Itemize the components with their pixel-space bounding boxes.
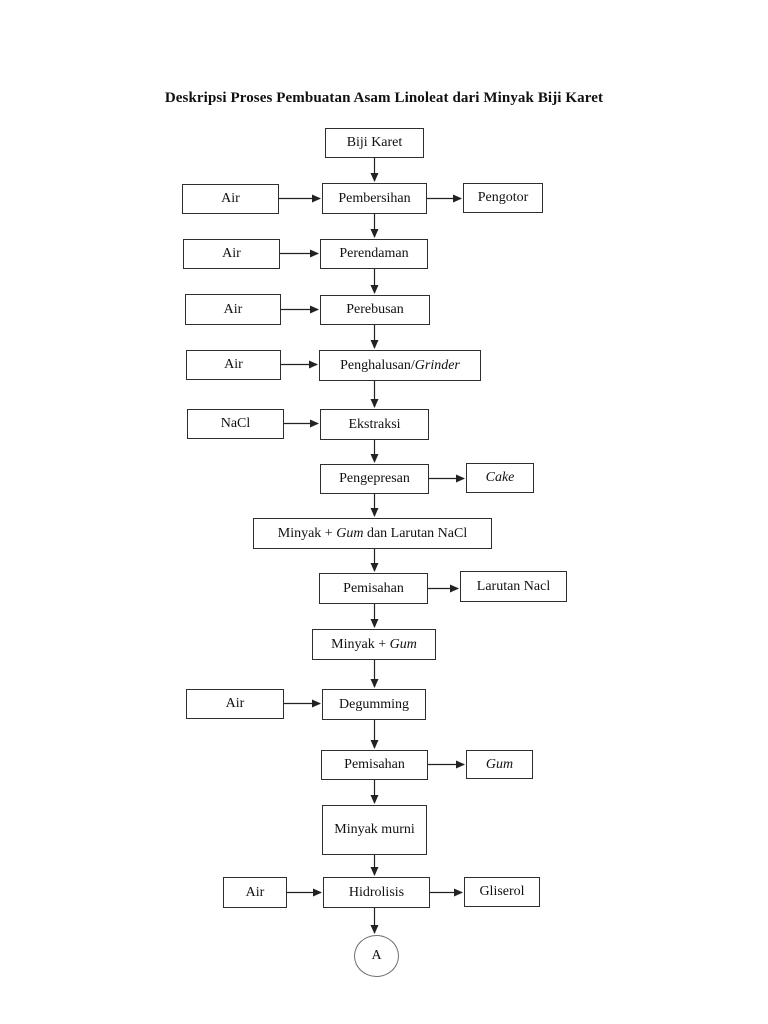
node-degumming: Degumming [322, 689, 426, 720]
label-part-italic: Gum [336, 525, 364, 541]
node-label: Air [223, 301, 243, 317]
node-label: Penghalusan/Grinder [340, 358, 460, 373]
node-air-degumming: Air [186, 689, 284, 719]
node-label: Larutan Nacl [476, 578, 551, 594]
node-label: Minyak + Gum dan Larutan NaCl [278, 526, 467, 541]
node-label: Pemisahan [344, 757, 405, 773]
node-label: Ekstraksi [348, 416, 401, 432]
label-part: dan Larutan NaCl [363, 525, 468, 541]
node-minyak-gum: Minyak + Gum [312, 629, 436, 660]
node-larutan-nacl: Larutan Nacl [460, 571, 567, 602]
node-air-perendaman: Air [183, 239, 280, 269]
node-label: Air [225, 696, 245, 712]
node-air-hidrolisis: Air [223, 877, 287, 908]
node-label: Pembersihan [338, 190, 411, 206]
label-part-italic: Grinder [414, 357, 460, 373]
node-perendaman: Perendaman [320, 239, 428, 269]
node-label: Air [224, 357, 243, 373]
node-biji-karet: Biji Karet [325, 128, 424, 158]
node-nacl: NaCl [187, 409, 284, 439]
diagram-title: Deskripsi Proses Pembuatan Asam Linoleat… [164, 90, 604, 106]
label-part-italic: Gum [389, 636, 417, 652]
node-label: Pengotor [477, 190, 529, 206]
node-label: Air [245, 884, 265, 900]
node-minyak-murni: Minyak murni [322, 805, 427, 855]
node-label: Gliserol [479, 884, 525, 900]
node-pemisahan-2: Pemisahan [321, 750, 428, 780]
node-perebusan: Perebusan [320, 295, 430, 325]
node-minyak-gum-larutan-nacl: Minyak + Gum dan Larutan NaCl [253, 518, 492, 549]
label-part: Penghalusan/ [340, 357, 415, 373]
node-ekstraksi: Ekstraksi [320, 409, 429, 440]
node-pengotor: Pengotor [463, 183, 543, 213]
label-part: Minyak + [331, 636, 390, 652]
label-part: Minyak + [277, 525, 337, 541]
node-air-penghalusan: Air [186, 350, 281, 380]
node-hidrolisis: Hidrolisis [323, 877, 430, 908]
node-label: NaCl [220, 416, 251, 432]
node-label: Biji Karet [346, 135, 403, 151]
node-label: Perendaman [339, 246, 409, 262]
node-label: Hidrolisis [348, 884, 405, 900]
node-pembersihan: Pembersihan [322, 183, 427, 214]
node-pengepresan: Pengepresan [320, 464, 429, 494]
node-penghalusan-grinder: Penghalusan/Grinder [319, 350, 481, 381]
node-cake: Cake [466, 463, 534, 493]
node-label: Air [221, 191, 240, 207]
node-pemisahan-1: Pemisahan [319, 573, 428, 604]
node-label: A [371, 948, 382, 964]
node-label: Pemisahan [343, 580, 404, 596]
node-label: Cake [485, 470, 515, 486]
node-air-perebusan: Air [185, 294, 281, 325]
node-label: Gum [485, 756, 514, 772]
node-label: Pengepresan [339, 471, 410, 487]
node-label: Minyak + Gum [331, 637, 417, 652]
node-label: Perebusan [346, 302, 404, 318]
node-connector-a: A [354, 935, 399, 977]
node-label: Minyak murni [334, 822, 415, 838]
node-air-pembersihan: Air [182, 184, 279, 214]
node-gliserol: Gliserol [464, 877, 540, 907]
node-label: Degumming [339, 696, 409, 712]
node-gum: Gum [466, 750, 533, 779]
node-label: Air [222, 246, 241, 262]
